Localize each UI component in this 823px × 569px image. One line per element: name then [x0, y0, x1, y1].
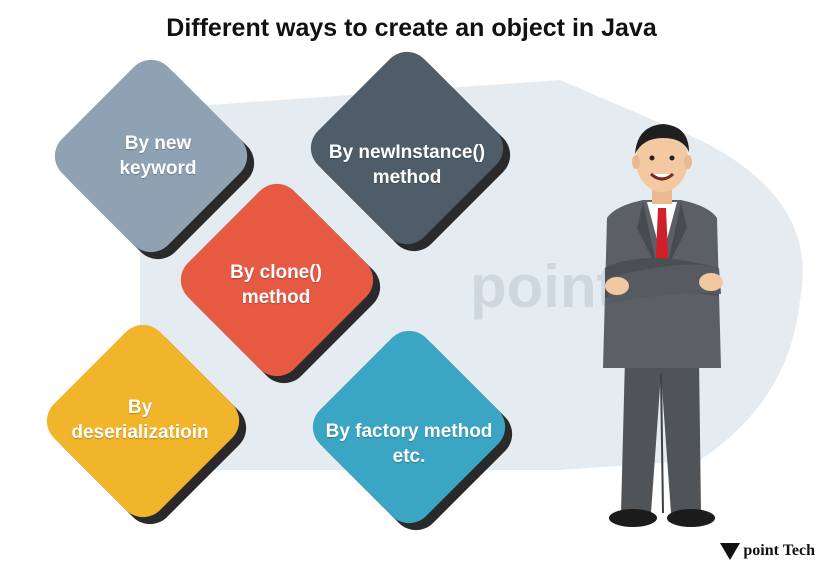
businessman-illustration: [603, 124, 723, 527]
brand-name: point Tech: [743, 542, 815, 559]
page-title: Different ways to create an object in Ja…: [166, 14, 657, 42]
label-factory-method: By factory method etc.: [325, 421, 493, 467]
watermark-text: point: [470, 253, 617, 320]
label-deserialization: By deserializatioin: [71, 397, 209, 443]
label-newinstance: By newInstance() method: [328, 142, 486, 188]
tpoint-logo-icon: [720, 543, 741, 560]
brand-logo: point Tech: [719, 541, 815, 561]
label-clone: By clone() method: [230, 262, 322, 308]
label-new-keyword: By new keyword: [119, 133, 197, 179]
